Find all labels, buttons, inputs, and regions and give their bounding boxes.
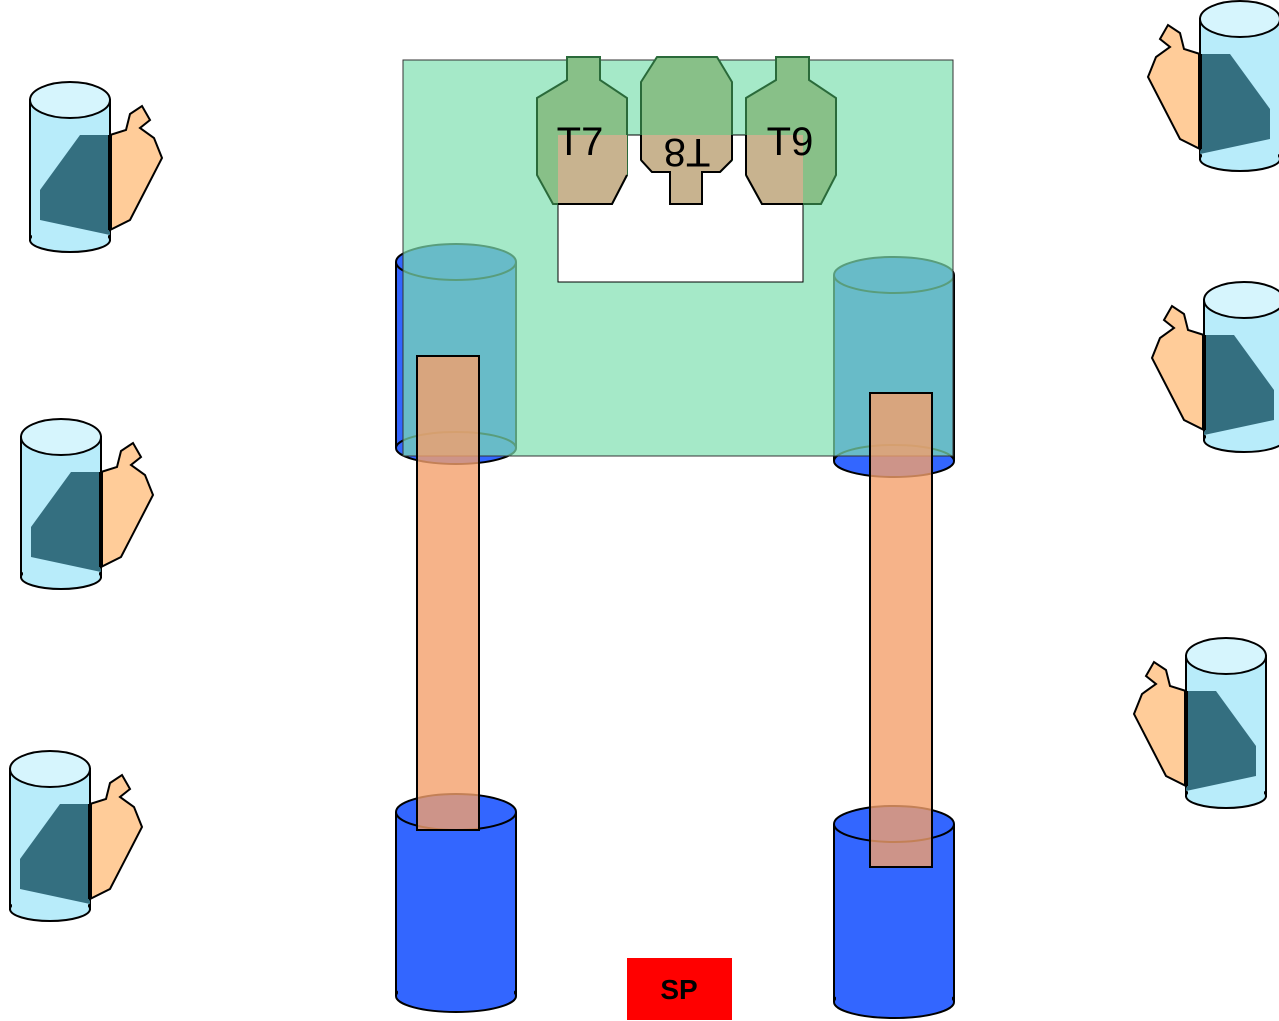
ramp-right bbox=[869, 392, 933, 868]
shooter-right-3 bbox=[1134, 638, 1266, 808]
target-t9-label: T9 bbox=[767, 120, 814, 164]
shooter-right-1 bbox=[1148, 1, 1279, 171]
target-t7: T7 bbox=[536, 56, 628, 205]
shooter-left-1 bbox=[28, 80, 164, 254]
target-t8: T8 bbox=[640, 56, 733, 205]
shooter-right-2 bbox=[1152, 282, 1279, 452]
target-t9: T9 bbox=[745, 56, 837, 205]
shooter-left-2 bbox=[19, 417, 155, 591]
target-t7-label: T7 bbox=[557, 120, 604, 164]
target-t8-label: T8 bbox=[664, 130, 711, 174]
sp-label: SP bbox=[660, 974, 697, 1005]
sp-marker: SP bbox=[627, 958, 732, 1020]
shooter-left-3 bbox=[8, 749, 144, 923]
ramp-left bbox=[416, 355, 480, 831]
